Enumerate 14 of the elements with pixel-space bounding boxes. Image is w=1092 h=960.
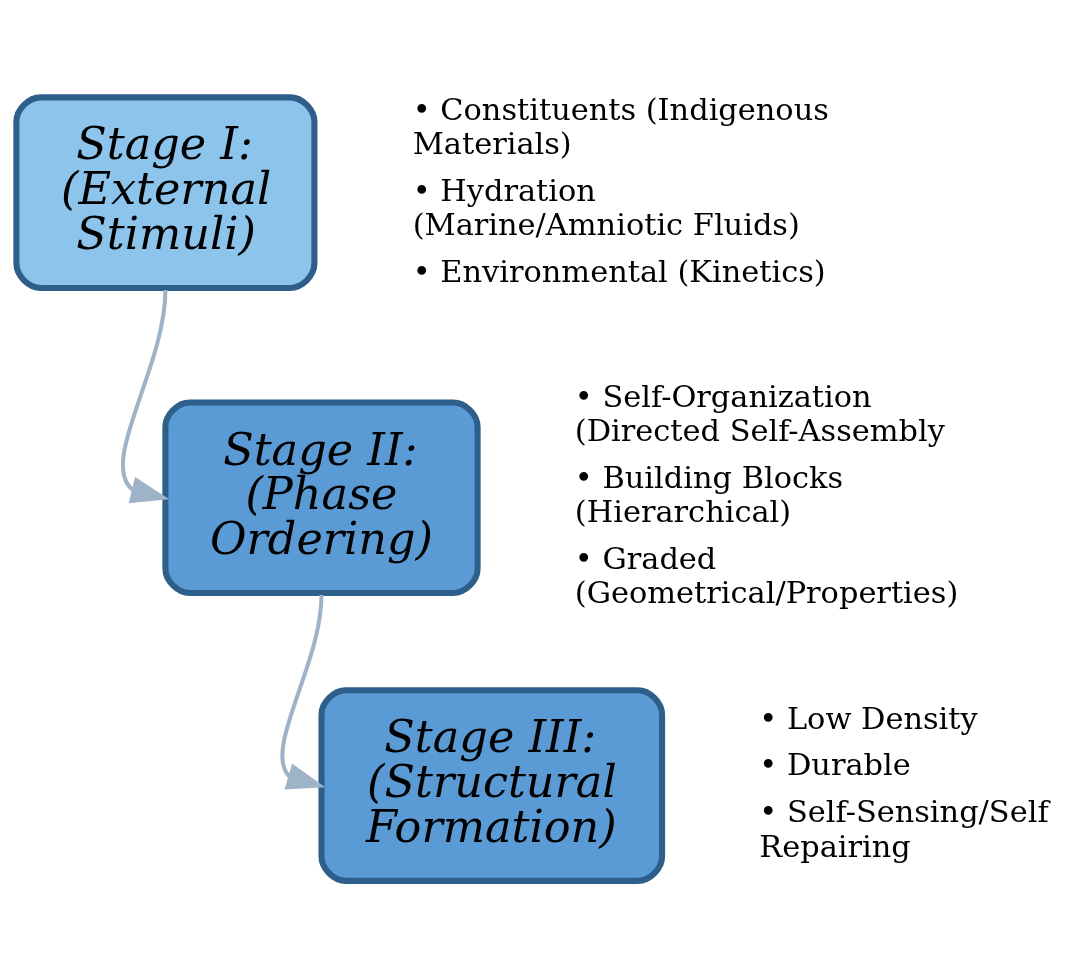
arrow: [121, 289, 170, 503]
node-label: • Graded (Geometrical/Properties): [574, 540, 959, 610]
node-box: Stage III: (Structural Formation): [318, 686, 666, 884]
node-box: Stage II: (Phase Ordering): [162, 398, 481, 596]
node-label: • Low Density: [759, 700, 978, 736]
node-label: • Hydration (Marine/Amniotic Fluids): [412, 172, 800, 242]
node-label: • Constituents (Indigenous Materials): [412, 91, 829, 161]
node-label: • Self-Sensing/Self Repairing: [759, 793, 1049, 864]
node-label: • Building Blocks (Hierarchical): [574, 459, 844, 529]
node-label: • Durable: [759, 746, 911, 782]
node-label: • Self-Organization (Directed Self-Assembly: [574, 378, 945, 448]
node-box: Stage I: (External Stimuli): [13, 93, 318, 291]
arrow: [280, 594, 326, 789]
node-label: • Environmental (Kinetics): [412, 253, 826, 289]
